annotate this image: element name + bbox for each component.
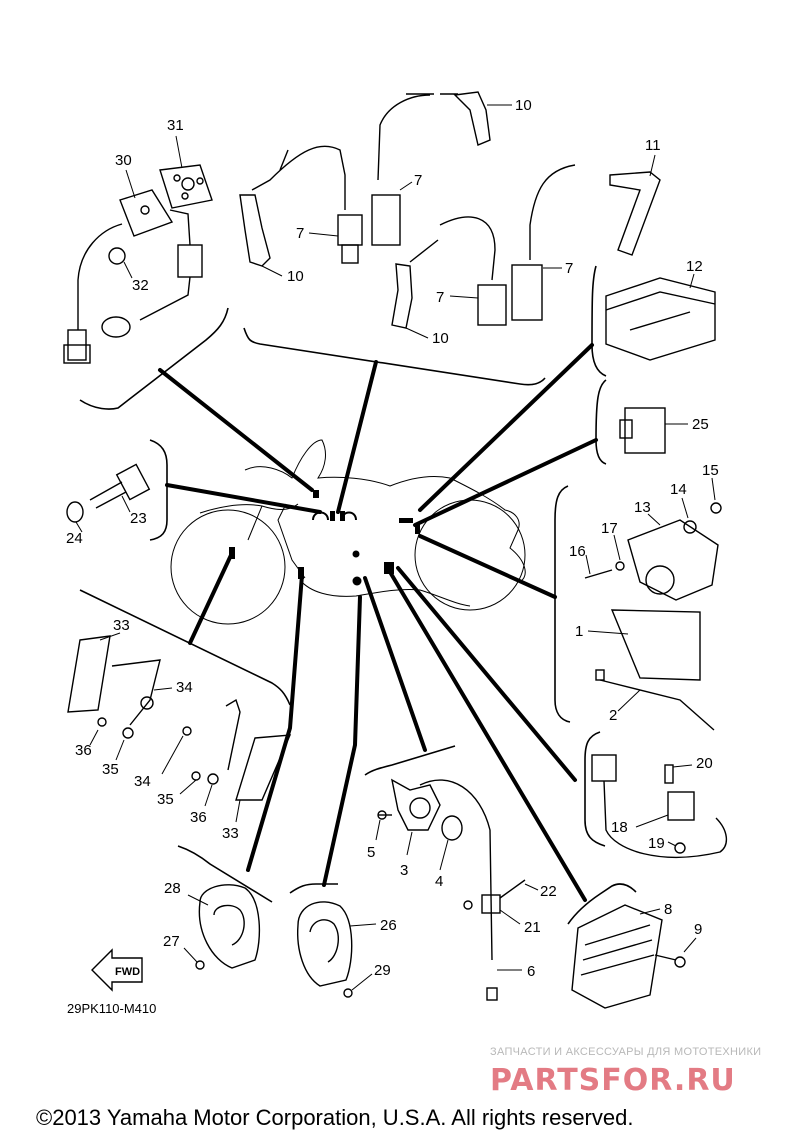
group-brackets xyxy=(79,265,637,925)
part-label-4: 4 xyxy=(435,873,443,890)
fwd-label: FWD xyxy=(115,966,140,978)
part-label-12: 12 xyxy=(686,258,703,275)
part-number-labels: 31 30 32 10 10 10 7 7 7 7 11 12 25 xyxy=(66,97,719,1016)
part-label-11: 11 xyxy=(645,137,661,154)
part-label-7-d: 7 xyxy=(436,289,444,306)
part-label-36-bottom: 36 xyxy=(190,809,207,826)
ignition-coils-and-plug-caps xyxy=(239,91,661,329)
connector-markers xyxy=(229,490,420,586)
watermark-subtitle: ЗАПЧАСТИ И АКСЕССУАРЫ ДЛЯ МОТОТЕХНИКИ xyxy=(490,1046,761,1058)
part-label-33-top: 33 xyxy=(113,617,130,634)
part-label-5: 5 xyxy=(367,844,375,861)
part-label-2: 2 xyxy=(609,707,617,724)
part-label-29: 29 xyxy=(374,962,391,979)
part-label-17: 17 xyxy=(601,520,618,537)
part-label-10-mid: 10 xyxy=(432,330,449,347)
part-label-32: 32 xyxy=(132,277,149,294)
ecu-and-relay xyxy=(605,277,716,454)
part-label-33-bottom: 33 xyxy=(222,825,239,842)
part-label-26: 26 xyxy=(380,917,397,934)
part-label-16: 16 xyxy=(569,543,586,560)
part-label-7-a: 7 xyxy=(296,225,304,242)
part-label-24: 24 xyxy=(66,530,83,547)
part-label-30: 30 xyxy=(115,152,132,169)
drawing-code: 29PK110-M410 xyxy=(67,1001,156,1016)
part-label-6: 6 xyxy=(527,963,535,980)
part-label-1: 1 xyxy=(575,623,583,640)
footrest-assemblies xyxy=(67,635,292,801)
part-label-22: 22 xyxy=(540,883,557,900)
part-label-7-b: 7 xyxy=(414,172,422,189)
part-label-35-top: 35 xyxy=(102,761,119,778)
part-label-28: 28 xyxy=(164,880,181,897)
part-label-13: 13 xyxy=(634,499,651,516)
part-label-3: 3 xyxy=(400,862,408,879)
part-label-34-bottom: 34 xyxy=(134,773,151,790)
part-label-7-c: 7 xyxy=(565,260,573,277)
assembly-leader-lines xyxy=(158,343,598,902)
part-label-21: 21 xyxy=(524,919,541,936)
actuator-assembly xyxy=(584,502,722,731)
part-label-31: 31 xyxy=(167,117,184,134)
fuel-sender-assembly xyxy=(63,164,213,364)
part-label-9: 9 xyxy=(694,921,702,938)
part-label-18: 18 xyxy=(611,819,628,836)
part-label-15: 15 xyxy=(702,462,719,479)
part-label-35-bottom: 35 xyxy=(157,791,174,808)
part-label-19: 19 xyxy=(648,835,665,852)
part-label-36-top: 36 xyxy=(75,742,92,759)
part-label-20: 20 xyxy=(696,755,713,772)
part-label-10-left: 10 xyxy=(287,268,304,285)
clamp-and-sensor-lead xyxy=(463,879,526,1001)
copyright-notice: ©2013 Yamaha Motor Corporation, U.S.A. A… xyxy=(36,1105,633,1130)
horn-assemblies xyxy=(195,884,353,998)
temperature-sensor xyxy=(66,463,151,523)
watermark: ЗАПЧАСТИ И АКСЕССУАРЫ ДЛЯ МОТОТЕХНИКИ PA… xyxy=(490,1046,761,1098)
part-label-8: 8 xyxy=(664,901,672,918)
forward-direction-arrow: FWD xyxy=(91,948,143,992)
pickup-coil-assembly xyxy=(377,778,493,961)
part-label-27: 27 xyxy=(163,933,180,950)
part-label-34-top: 34 xyxy=(176,679,193,696)
part-label-14: 14 xyxy=(670,481,687,498)
rectifier-regulator xyxy=(571,904,686,1009)
watermark-brand: PARTSFOR.RU xyxy=(490,1063,736,1098)
part-label-23: 23 xyxy=(130,510,147,527)
part-label-25: 25 xyxy=(692,416,709,433)
part-label-10-top: 10 xyxy=(515,97,532,114)
speed-sensor-assembly xyxy=(591,754,727,858)
